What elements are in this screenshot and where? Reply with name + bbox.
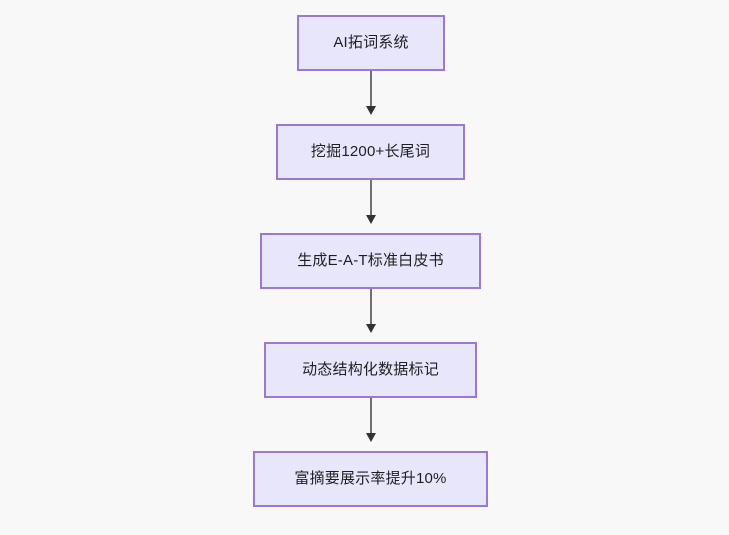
arrow-head-icon	[366, 215, 376, 224]
flow-node-label: 挖掘1200+长尾词	[310, 143, 431, 160]
connector-line	[370, 71, 372, 107]
flow-node-generate-eat-whitepaper[interactable]: 生成E-A-T标准白皮书	[260, 233, 481, 289]
arrow-head-icon	[366, 433, 376, 442]
arrow-head-icon	[366, 106, 376, 115]
flow-node-label: 动态结构化数据标记	[302, 361, 439, 378]
arrow-head-icon	[366, 324, 376, 333]
flow-node-ai-keyword-system[interactable]: AI拓词系统	[297, 15, 445, 71]
connector-line	[370, 398, 372, 434]
flow-node-label: AI拓词系统	[333, 34, 409, 51]
flow-node-rich-snippet-impression-lift[interactable]: 富摘要展示率提升10%	[253, 451, 488, 507]
flow-node-label: 富摘要展示率提升10%	[294, 470, 447, 487]
connector-line	[370, 289, 372, 325]
flow-node-dynamic-structured-data-markup[interactable]: 动态结构化数据标记	[264, 342, 477, 398]
flow-node-mine-longtail-keywords[interactable]: 挖掘1200+长尾词	[276, 124, 465, 180]
flow-node-label: 生成E-A-T标准白皮书	[297, 252, 444, 269]
connector-line	[370, 180, 372, 216]
